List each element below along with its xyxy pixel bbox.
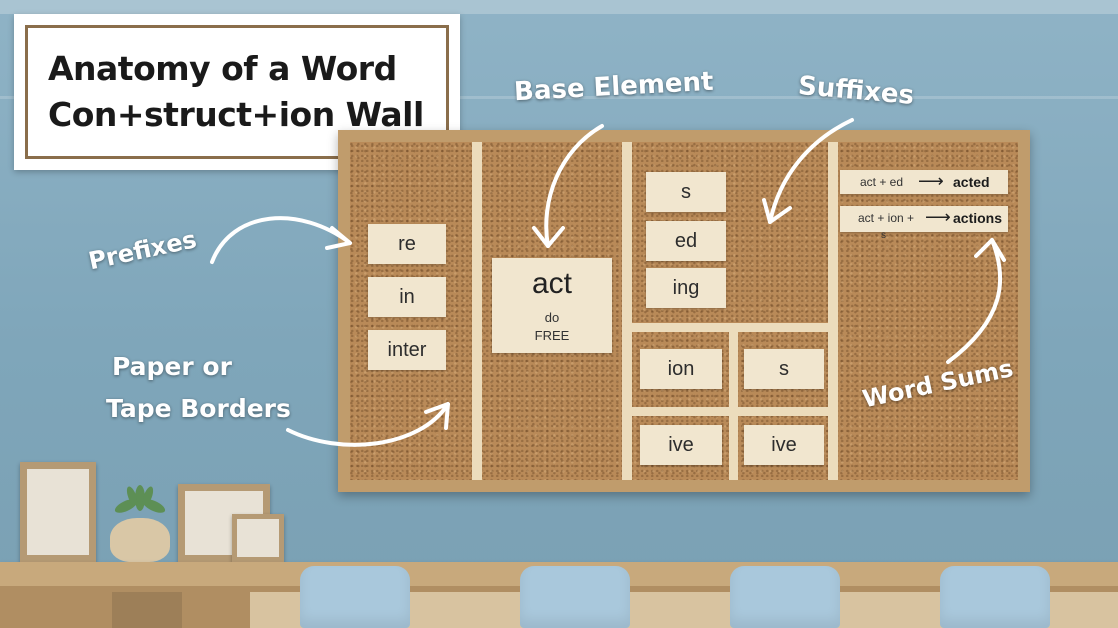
borders-arrow [286, 402, 450, 447]
borders-label-line-1: Paper or [112, 352, 232, 381]
tape-border-strip [828, 142, 838, 480]
word-sum-card: act + ion + ⟶ actions [840, 206, 1008, 232]
chair-icon [730, 566, 840, 628]
tape-border-strip [729, 332, 738, 480]
arrow-right-icon: ⟶ [918, 171, 944, 191]
suffix-card: ive [744, 425, 824, 465]
tape-border-strip [632, 323, 828, 332]
base-element-arrow [544, 124, 604, 248]
base-element-card: act do FREE [492, 258, 612, 353]
prefixes-arrowhead [325, 226, 352, 250]
suffix-card: ed [646, 221, 726, 261]
prefix-card: in [368, 277, 446, 317]
word-sum-overflow-text: s [881, 230, 886, 241]
photo-frame-icon [178, 484, 270, 562]
vase [110, 518, 170, 562]
word-sums-arrowhead [974, 238, 1006, 262]
plant-icon [114, 485, 166, 513]
base-element-word: act [531, 266, 573, 300]
ceiling [0, 0, 1118, 14]
word-sum-result: actions [953, 210, 1003, 226]
suffix-card: ive [640, 425, 722, 465]
wall-panel-line [0, 96, 1118, 99]
base-element-arrowhead [532, 226, 565, 248]
base-element-status: FREE [534, 327, 570, 343]
tape-border-strip [622, 142, 632, 480]
word-sum-result: acted [953, 174, 990, 190]
word-sum-equation: act + ion + [858, 211, 915, 225]
title-card: Anatomy of a Word Con+struct+ion Wall [14, 14, 460, 170]
photo-frame-icon [232, 514, 284, 562]
suffixes-arrow [768, 118, 854, 224]
prefix-card: re [368, 224, 446, 264]
prefix-card: inter [368, 330, 446, 370]
tape-border-strip [472, 142, 482, 480]
chair-icon [520, 566, 630, 628]
suffix-card: s [744, 349, 824, 389]
title-line-2: Con+struct+ion Wall [48, 95, 424, 134]
title-frame: Anatomy of a Word Con+struct+ion Wall [25, 25, 449, 159]
suffix-card: ion [640, 349, 722, 389]
borders-arrowhead [424, 402, 450, 430]
borders-label-line-2: Tape Borders [106, 394, 291, 423]
title-line-1: Anatomy of a Word [48, 49, 397, 88]
suffix-card: s [646, 172, 726, 212]
word-sum-equation: act + ed [860, 175, 904, 189]
cabinet [112, 592, 182, 628]
chair-icon [300, 566, 410, 628]
word-sums-arrow [946, 238, 1003, 364]
corkboard [350, 142, 1018, 480]
arrow-right-icon: ⟶ [925, 207, 951, 227]
base-element-meaning: do [544, 309, 560, 325]
prefixes-arrow [210, 216, 352, 264]
chair-icon [940, 566, 1050, 628]
photo-frame-icon [20, 462, 96, 562]
suffixes-arrowhead [762, 198, 792, 224]
suffix-card: ing [646, 268, 726, 308]
word-sum-card: act + ed ⟶ acted [840, 170, 1008, 194]
